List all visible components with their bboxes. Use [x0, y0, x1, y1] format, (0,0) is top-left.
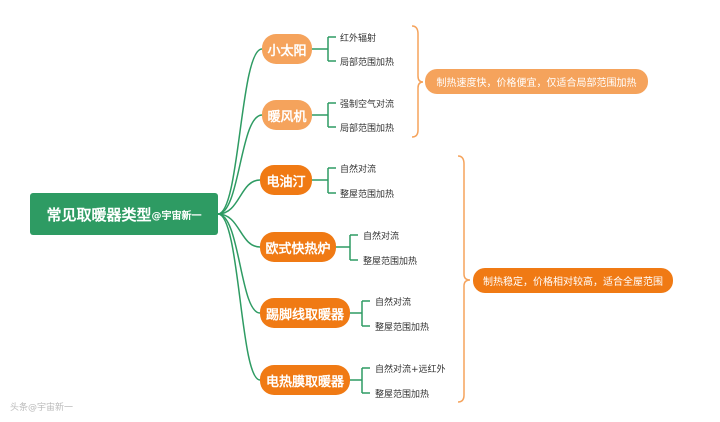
- root-node[interactable]: 常见取暖器类型@宇宙新一: [30, 193, 218, 235]
- root-title: 常见取暖器类型: [46, 205, 152, 224]
- branch-node[interactable]: 欧式快热炉: [260, 232, 336, 262]
- leaf-node[interactable]: 整屋范围加热: [363, 257, 418, 267]
- root-author: @宇宙新一: [151, 210, 202, 222]
- watermark: 头条@宇宙新一: [10, 403, 74, 413]
- summary-node[interactable]: 制热速度快，价格便宜，仅适合局部范围加热: [425, 69, 648, 94]
- branch-node[interactable]: 小太阳: [262, 34, 312, 64]
- brace-2: [457, 155, 471, 403]
- summary-node[interactable]: 制热稳定，价格相对较高，适合全屋范围: [473, 268, 673, 293]
- leaf-node[interactable]: 自然对流+远红外: [375, 365, 446, 375]
- leaf-node[interactable]: 整屋范围加热: [375, 390, 430, 400]
- leaf-node[interactable]: 强制空气对流: [340, 100, 395, 110]
- leaf-node[interactable]: 整屋范围加热: [375, 323, 430, 333]
- leaf-node[interactable]: 自然对流: [340, 165, 377, 175]
- leaf-node[interactable]: 局部范围加热: [340, 124, 395, 134]
- leaf-node[interactable]: 红外辐射: [340, 34, 377, 44]
- leaf-node[interactable]: 自然对流: [375, 298, 412, 308]
- leaf-node[interactable]: 整屋范围加热: [340, 190, 395, 200]
- brace-1: [411, 25, 424, 138]
- branch-node[interactable]: 电油汀: [260, 165, 312, 195]
- leaf-node[interactable]: 自然对流: [363, 232, 400, 242]
- branch-node[interactable]: 电热膜取暖器: [260, 365, 350, 395]
- branch-node[interactable]: 暖风机: [262, 100, 312, 130]
- branch-node[interactable]: 踢脚线取暖器: [260, 298, 350, 328]
- leaf-node[interactable]: 局部范围加热: [340, 58, 395, 68]
